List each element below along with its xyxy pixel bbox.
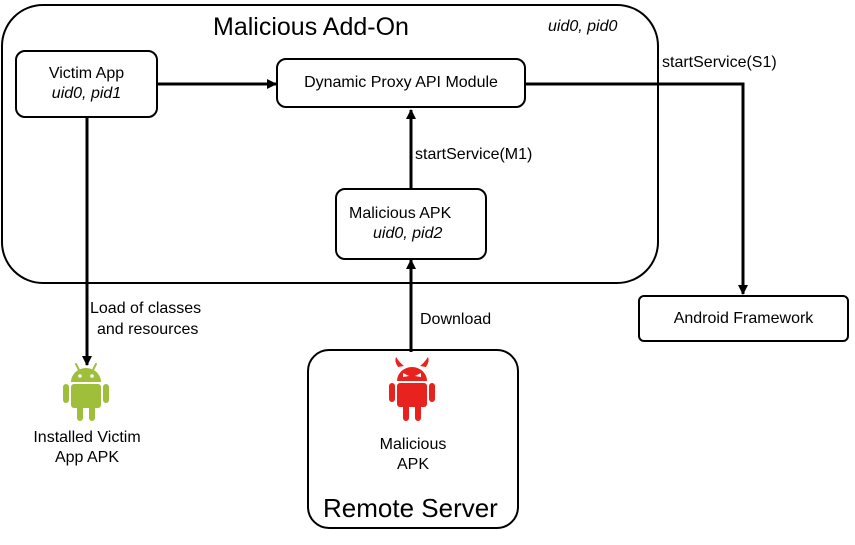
victim-app-name: Victim App [48, 65, 125, 82]
android-framework-box[interactable]: Android Framework [638, 295, 849, 342]
load-classes-label-line2: and resources [97, 321, 199, 338]
malicious-add-on-container [1, 4, 659, 284]
arrow-proxy-to-framework [526, 82, 748, 295]
malicious-apk-name: Malicious APK [349, 205, 452, 222]
malicious-apk-ids: uid0, pid2 [373, 225, 443, 242]
installed-victim-line2: App APK [54, 449, 120, 466]
add-on-title: Malicious Add-On [213, 13, 409, 41]
installed-victim-line1: Installed Victim [33, 429, 141, 446]
remote-server-title: Remote Server [323, 493, 498, 523]
proxy-module-box[interactable]: Dynamic Proxy API Module [276, 58, 526, 108]
android-framework-name: Android Framework [673, 309, 814, 327]
android-devil-icon [389, 357, 435, 421]
server-apk-label-line2: APK [396, 456, 429, 473]
start-service-m1-label: startService(M1) [415, 146, 533, 163]
android-green-icon [63, 363, 109, 421]
server-apk-label-line1: Malicious [379, 436, 447, 453]
load-classes-label-line1: Load of classes [90, 300, 202, 317]
proxy-module-name: Dynamic Proxy API Module [304, 74, 498, 91]
start-service-s1-label: startService(S1) [662, 54, 777, 71]
add-on-ids: uid0, pid0 [548, 18, 618, 35]
malicious-apk-box[interactable]: Malicious APK uid0, pid2 [335, 188, 487, 260]
remote-server-container [307, 349, 519, 529]
victim-app-ids: uid0, pid1 [51, 85, 122, 102]
download-label: Download [420, 311, 492, 328]
victim-app-box[interactable]: Victim App uid0, pid1 [15, 50, 158, 118]
